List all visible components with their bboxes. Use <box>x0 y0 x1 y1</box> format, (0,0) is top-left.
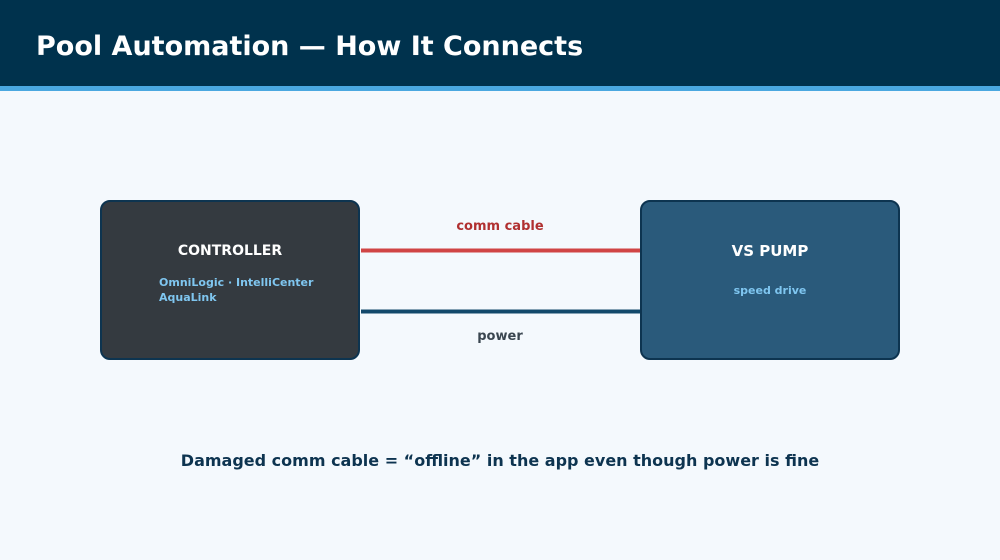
footnote-caption: Damaged comm cable = “offline” in the ap… <box>180 451 820 470</box>
controller-title: CONTROLLER <box>178 243 283 259</box>
controller-models-line2: AquaLink <box>159 291 217 304</box>
vs-pump-box <box>640 200 900 360</box>
controller-box <box>100 200 360 360</box>
comm-cable-label: comm cable <box>456 219 543 234</box>
header-bar <box>0 0 1000 86</box>
vs-pump-subtitle: speed drive <box>734 284 807 297</box>
page-title: Pool Automation — How It Connects <box>36 31 584 62</box>
header-accent-stripe <box>0 86 1000 91</box>
controller-models-line1: OmniLogic · IntelliCenter <box>159 276 314 289</box>
vs-pump-title: VS PUMP <box>732 242 809 260</box>
power-label: power <box>477 329 523 344</box>
controller-node: CONTROLLER OmniLogic · IntelliCenter Aqu… <box>100 200 360 360</box>
vs-pump-node: VS PUMP speed drive <box>640 200 900 360</box>
